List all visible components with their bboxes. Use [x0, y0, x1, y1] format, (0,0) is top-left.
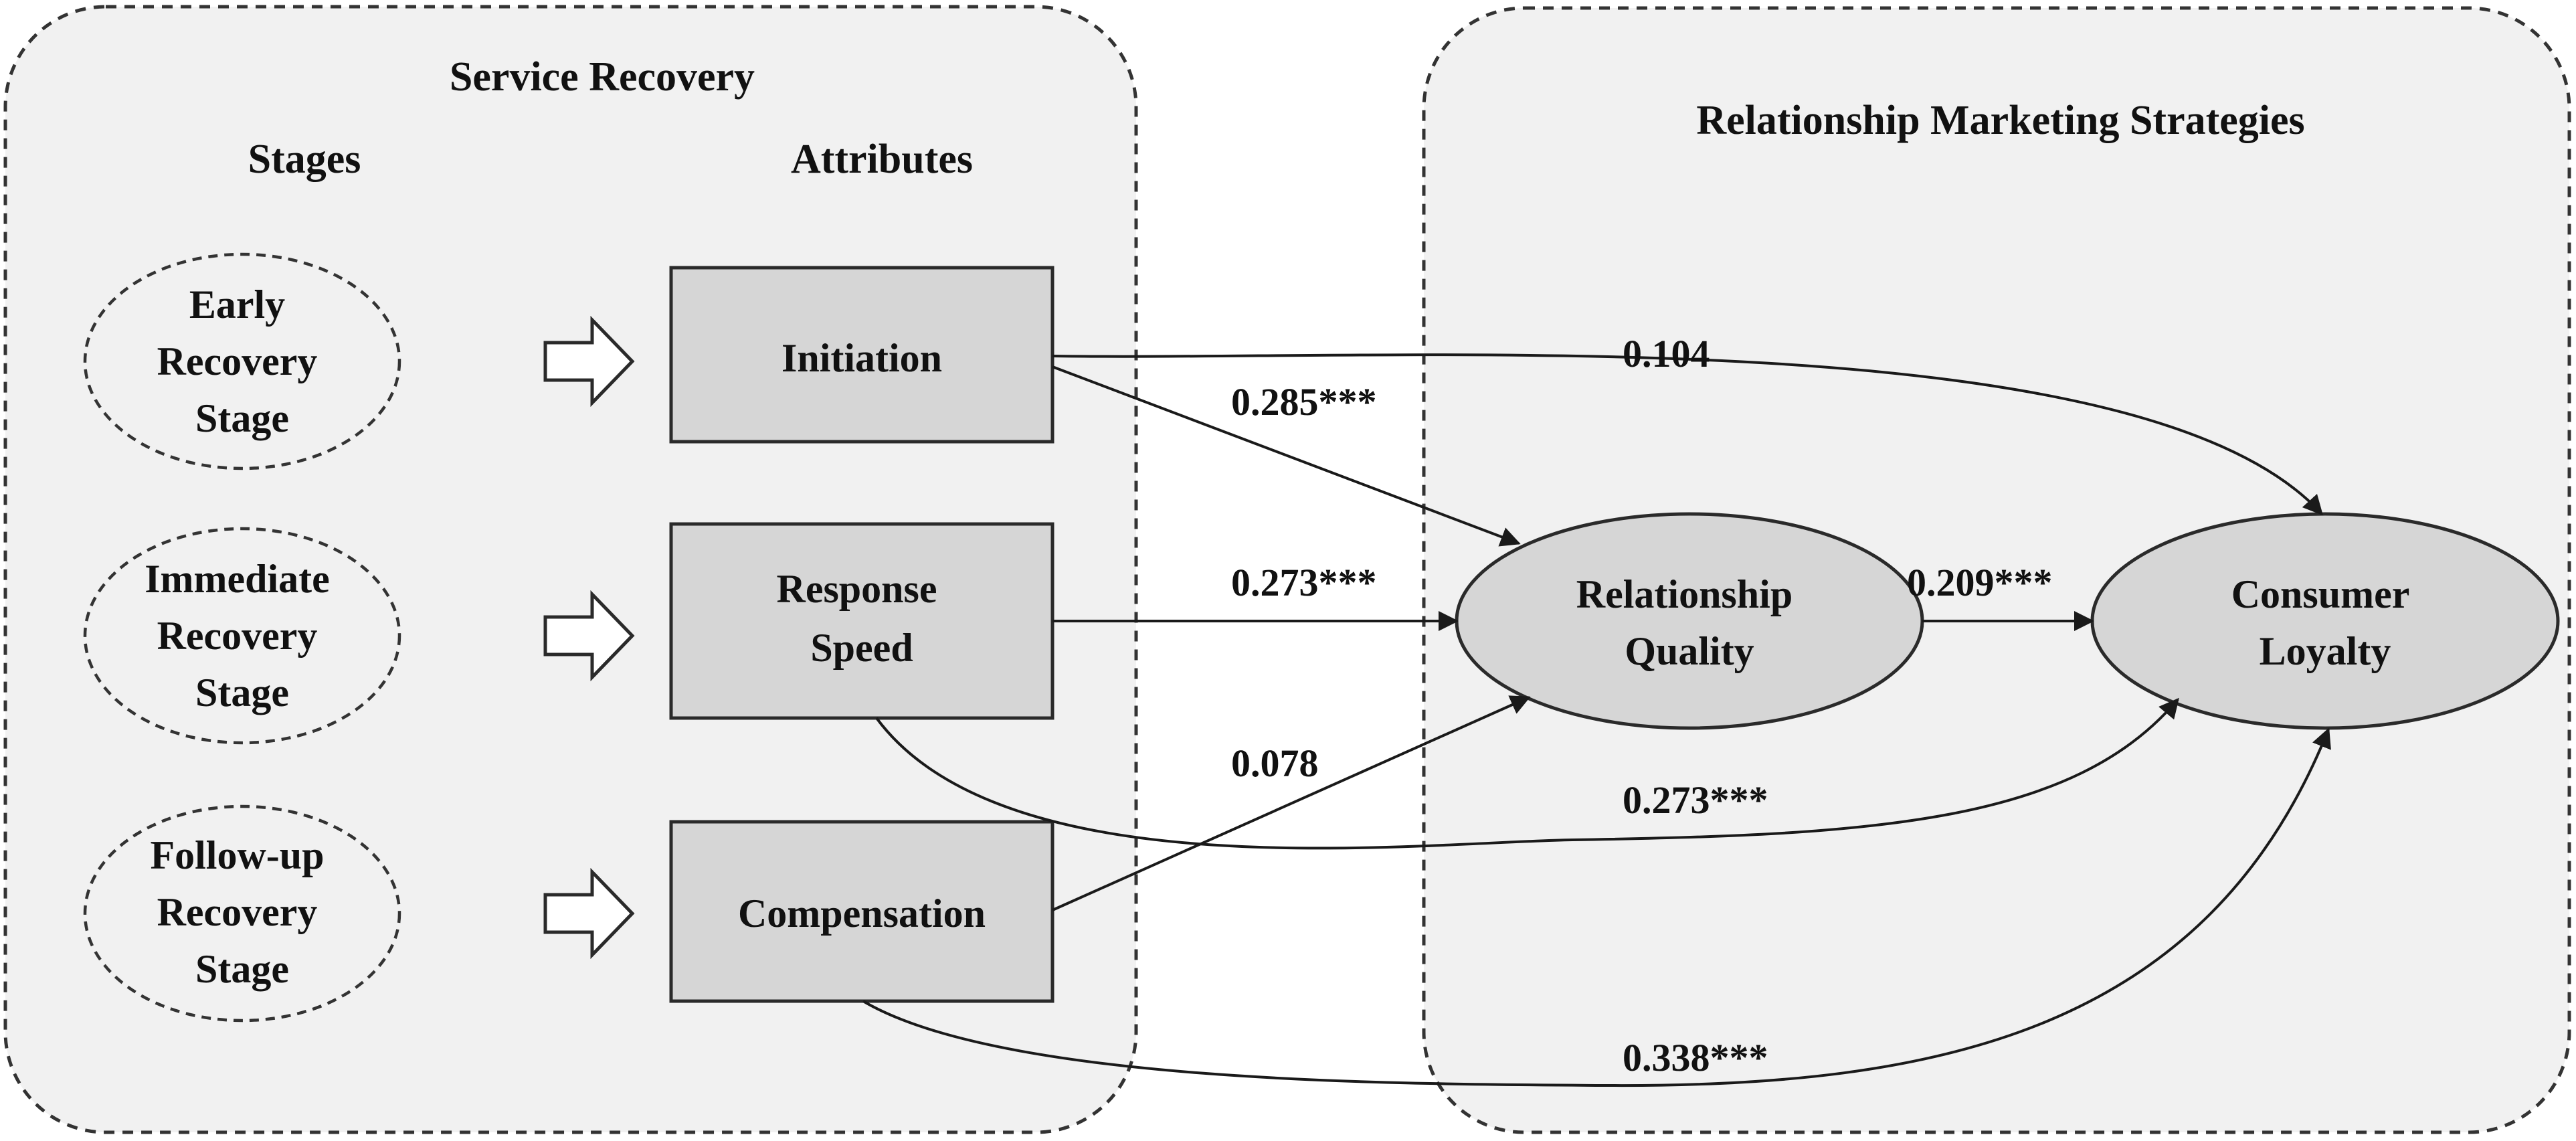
stage-immediate-arrow-icon — [543, 590, 635, 682]
stage-followup-label: Follow-up Recovery Stage — [150, 833, 334, 991]
consumer-loyalty-ellipse — [2090, 512, 2560, 730]
attribute-response-speed-box — [669, 522, 1054, 720]
stages-heading: Stages — [248, 137, 361, 182]
attribute-initiation-label: Initiation — [781, 336, 942, 380]
stage-immediate-ellipse — [83, 527, 401, 745]
stage-early-ellipse — [83, 252, 401, 470]
path-initiation-to-quality — [1052, 365, 1521, 547]
stage-early-arrow-icon — [543, 315, 635, 408]
relationship-quality-label: Relationship Quality — [1576, 572, 1803, 673]
coef-compensation-to-loyalty: 0.338*** — [1623, 1036, 1768, 1079]
coef-compensation-to-quality: 0.078 — [1231, 741, 1319, 785]
attributes-heading: Attributes — [791, 137, 973, 182]
coef-speed-to-quality: 0.273*** — [1231, 561, 1377, 604]
stage-followup-arrow-icon — [543, 867, 635, 960]
coef-initiation-to-loyalty: 0.104 — [1623, 332, 1710, 375]
service-recovery-title: Service Recovery — [450, 54, 755, 100]
path-speed-to-loyalty — [875, 697, 2179, 850]
consumer-loyalty-label: Consumer Loyalty — [2231, 572, 2419, 673]
stage-early-label: Early Recovery Stage — [157, 282, 328, 440]
attribute-compensation-label: Compensation — [738, 891, 986, 936]
stage-followup-ellipse — [83, 804, 401, 1023]
coef-quality-to-loyalty: 0.209*** — [1907, 561, 2053, 604]
path-initiation-to-loyalty — [1052, 353, 2324, 516]
attribute-response-speed-label: Response Speed — [776, 567, 947, 670]
relationship-quality-ellipse — [1455, 512, 1924, 730]
path-compensation-to-loyalty — [862, 727, 2331, 1087]
relationship-marketing-title: Relationship Marketing Strategies — [1696, 98, 2304, 143]
attribute-initiation-box — [669, 266, 1054, 444]
relationship-marketing-panel — [1422, 6, 2571, 1134]
stage-immediate-label: Immediate Recovery Stage — [145, 557, 340, 715]
coef-initiation-to-quality: 0.285*** — [1231, 380, 1377, 424]
coef-speed-to-loyalty: 0.273*** — [1623, 778, 1768, 822]
path-compensation-to-quality — [1052, 695, 1531, 911]
attribute-compensation-box — [669, 820, 1054, 1003]
